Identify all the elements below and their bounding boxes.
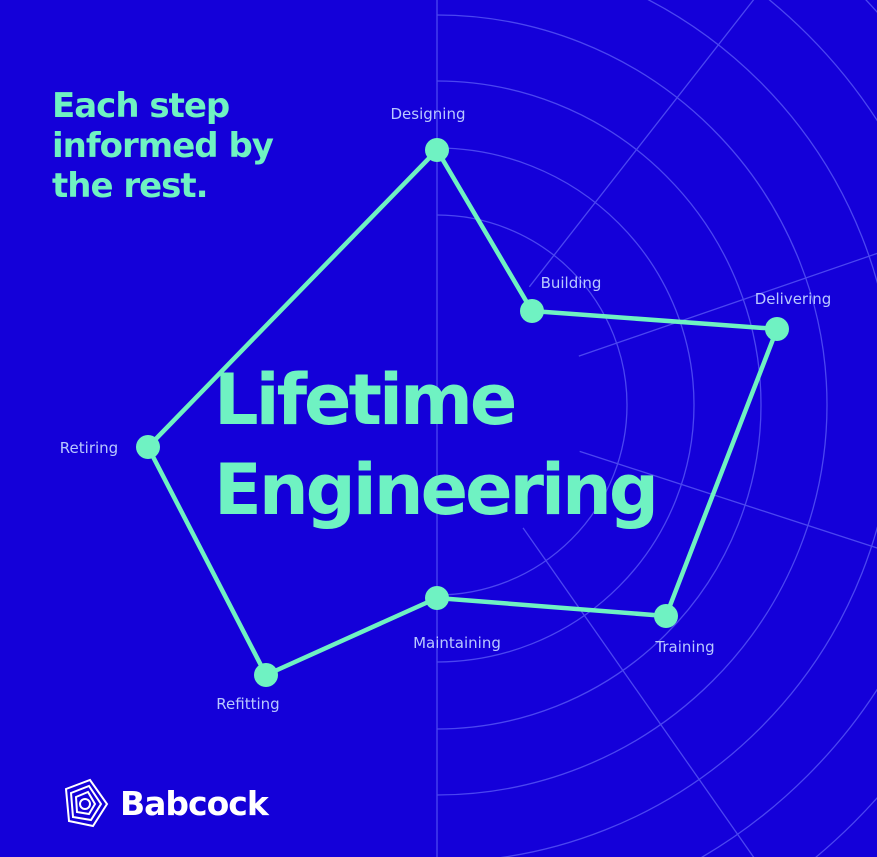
step-label-maintaining: Maintaining	[413, 634, 501, 652]
brand-logo: Babcock	[60, 777, 269, 829]
babcock-pentagon-logo-icon	[64, 778, 109, 828]
tagline-line: informed by	[52, 126, 274, 166]
grid-spoke	[578, 252, 877, 357]
step-node	[136, 435, 160, 459]
tagline: Each step informed by the rest.	[52, 86, 274, 206]
grid-spoke	[579, 450, 877, 549]
polar-grid	[436, 0, 877, 857]
title-line: Lifetime	[214, 359, 517, 441]
step-label-delivering: Delivering	[754, 290, 832, 308]
step-label-designing: Designing	[390, 105, 466, 123]
step-label-refitting: Refitting	[216, 695, 280, 713]
lifecycle-path	[136, 138, 789, 687]
step-label-retiring: Retiring	[59, 439, 119, 457]
step-node	[425, 138, 449, 162]
step-label-building: Building	[540, 274, 602, 292]
grid-spoke	[522, 527, 755, 857]
grid-ring	[436, 147, 695, 663]
tagline-line: Each step	[52, 86, 230, 126]
main-title: Lifetime Engineering	[214, 355, 659, 535]
step-label-training: Training	[655, 638, 715, 656]
grid-ring	[436, 80, 762, 730]
step-node	[254, 663, 278, 687]
step-node	[654, 604, 678, 628]
grid-ring	[499, 0, 877, 857]
grid-spoke	[528, 0, 755, 288]
tagline-line: the rest.	[52, 166, 209, 206]
grid-ring	[436, 214, 628, 596]
brand-name: Babcock	[120, 783, 269, 823]
step-node	[425, 586, 449, 610]
title-line: Engineering	[214, 449, 659, 531]
grid-ring	[436, 14, 828, 796]
step-node	[520, 299, 544, 323]
step-node	[765, 317, 789, 341]
